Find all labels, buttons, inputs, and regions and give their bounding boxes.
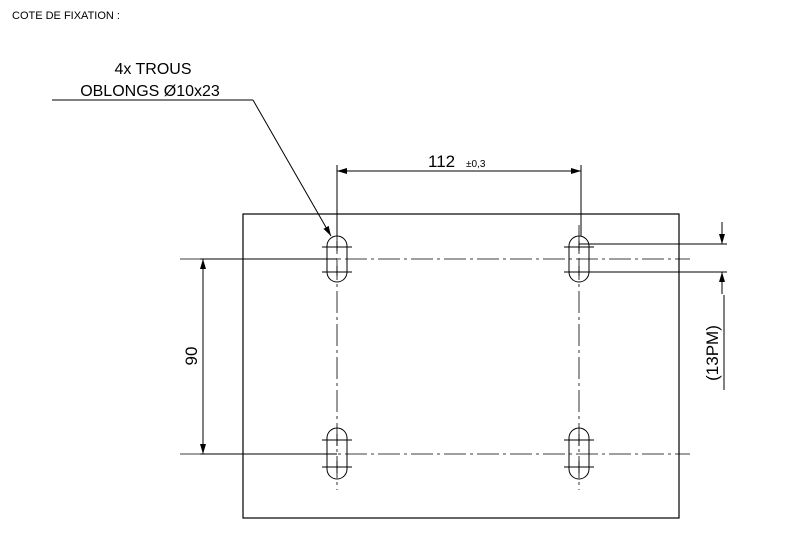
- dimension-reference-value: (13PM): [703, 325, 722, 381]
- dimension-112-tolerance: ±0,3: [466, 159, 486, 170]
- callout-leader: [52, 99, 332, 237]
- slot-hole: [564, 427, 594, 480]
- dimension-112-value: 112: [428, 152, 455, 171]
- dimension-112: [336, 165, 582, 236]
- dimension-90-value: 90: [182, 347, 201, 366]
- callout-line-1: 4x TROUS: [114, 61, 191, 78]
- dimension-90: [200, 258, 337, 455]
- drawing-title: COTE DE FIXATION :: [12, 10, 120, 22]
- callout-line-2: OBLONGS Ø10x23: [80, 83, 220, 100]
- plate-outline: [242, 213, 680, 519]
- centerlines: [180, 225, 690, 490]
- dimension-slot-length: [579, 222, 727, 390]
